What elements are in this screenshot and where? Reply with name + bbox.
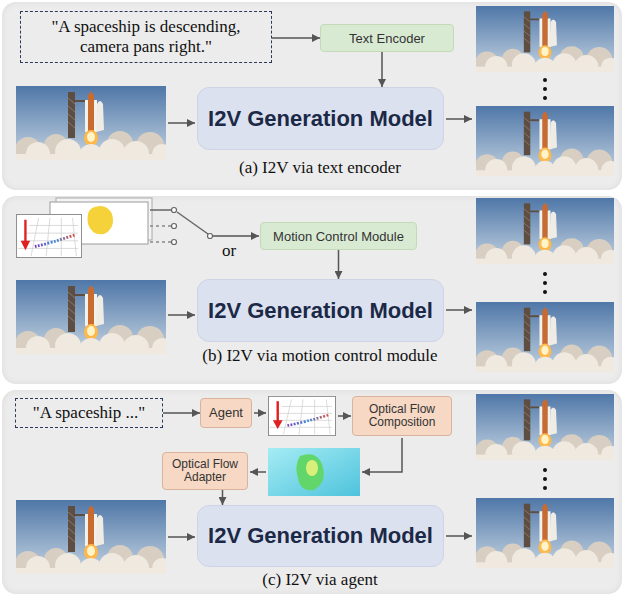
prompt-box: "A spaceship ..." xyxy=(15,398,163,428)
box-label: "A spaceship ..." xyxy=(33,403,146,423)
module-box: Text Encoder xyxy=(320,24,454,52)
agent-box: Optical Flow Composition xyxy=(352,396,452,436)
panel-caption: (b) I2V via motion control module xyxy=(202,346,437,366)
box-label: "A spaceship is descending, camera pans … xyxy=(29,17,263,56)
box-label: Optical Flow Composition xyxy=(357,403,447,429)
switch-label: or xyxy=(222,241,236,261)
agent-box: Agent xyxy=(200,398,252,428)
model-box: I2V Generation Model xyxy=(197,87,444,150)
module-box: Motion Control Module xyxy=(260,222,417,250)
box-label: Motion Control Module xyxy=(273,229,404,244)
box-label: I2V Generation Model xyxy=(208,298,433,324)
box-label: I2V Generation Model xyxy=(208,523,433,549)
box-label: Optical Flow Adapter xyxy=(167,458,243,484)
figure-panel: (b) I2V via motion control module Motion … xyxy=(2,196,622,384)
prompt-box: "A spaceship is descending, camera pans … xyxy=(20,11,272,63)
box-label: I2V Generation Model xyxy=(208,106,433,132)
panel-caption: (a) I2V via text encoder xyxy=(239,158,401,178)
panel-caption: (c) I2V via agent xyxy=(262,570,377,590)
figure-panel: (c) I2V via agent"A spaceship ..."AgentO… xyxy=(2,390,622,594)
model-box: I2V Generation Model xyxy=(197,505,444,567)
figure-panel: (a) I2V via text encoder "A spaceship is … xyxy=(2,2,622,190)
model-box: I2V Generation Model xyxy=(197,279,444,342)
box-label: Agent xyxy=(209,406,243,420)
box-label: Text Encoder xyxy=(349,31,425,46)
agent-box: Optical Flow Adapter xyxy=(162,452,248,490)
